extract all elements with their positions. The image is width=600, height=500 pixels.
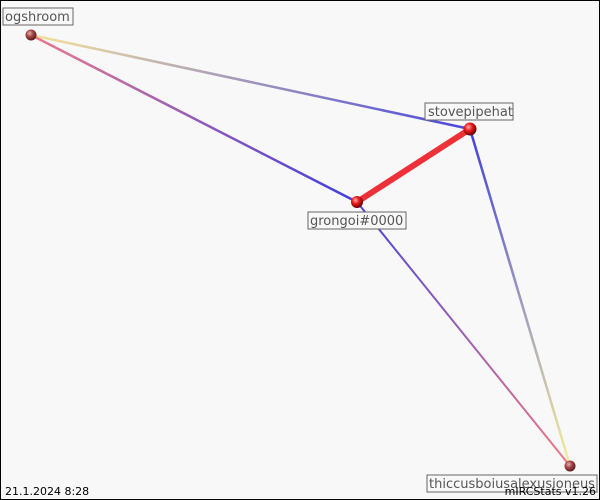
label-stovepipehat-text: stovepipehat <box>428 105 513 120</box>
edge-stovepipehat-thiccus <box>468 128 572 467</box>
node-ogshroom <box>25 29 37 41</box>
node-thiccus <box>564 460 576 472</box>
label-grongoi-text: grongoi#0000 <box>310 214 403 229</box>
edge-ogshroom-stovepipehat <box>30 33 471 131</box>
edge-stovepipehat-grongoi <box>354 126 473 205</box>
node-stovepipehat <box>463 122 477 136</box>
generated-date: 21.1.2024 8:28 <box>5 485 89 498</box>
label-stovepipehat: stovepipehat <box>424 102 514 121</box>
label-thiccus-text: thiccusboiusalexusioneus <box>429 477 595 492</box>
label-ogshroom-text: ogshroom <box>5 10 70 25</box>
label-ogshroom: ogshroom <box>2 7 74 26</box>
label-grongoi: grongoi#0000 <box>307 211 407 230</box>
label-thiccus: thiccusboiusalexusioneus <box>426 474 598 493</box>
generator-credit: mIRCStats v1.26 <box>505 485 596 498</box>
edge-ogshroom-grongoi <box>30 33 358 204</box>
edge-grongoi-thiccus <box>356 201 571 467</box>
node-grongoi <box>351 196 363 208</box>
